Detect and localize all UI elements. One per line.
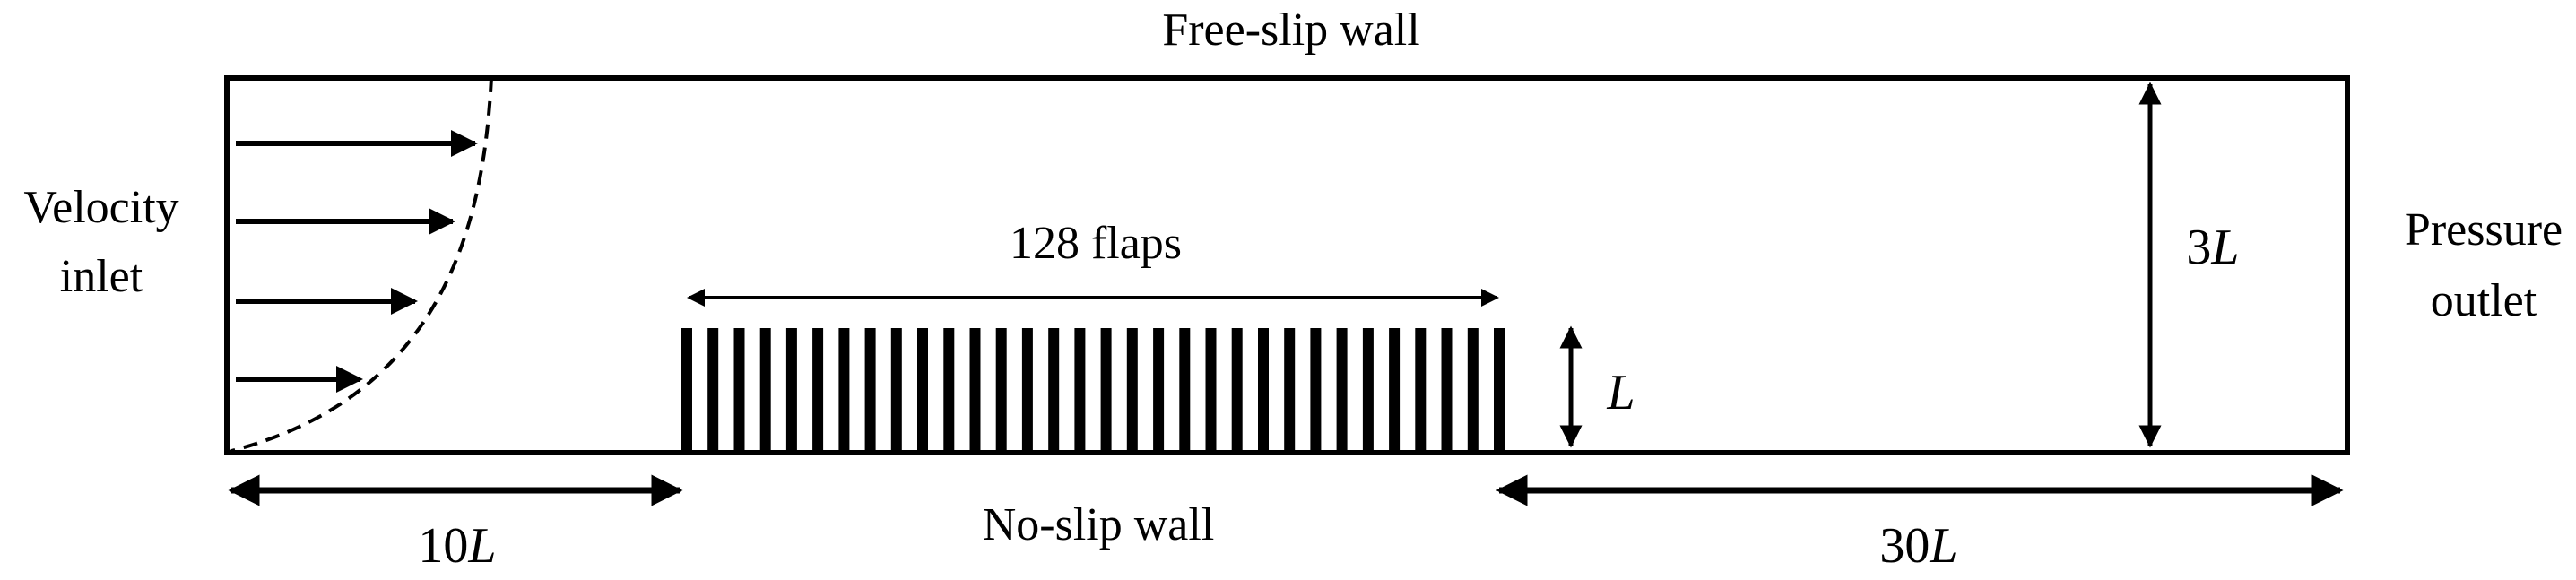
flap (838, 328, 850, 451)
flap (1179, 328, 1191, 451)
inlet-label-line1: Velocity (23, 182, 178, 233)
flap (1467, 328, 1479, 451)
flap (1362, 328, 1374, 451)
flap (969, 328, 981, 451)
inlet-velocity-arrows (236, 130, 478, 393)
flap (759, 328, 771, 451)
flap (707, 328, 719, 451)
flap (1494, 328, 1505, 451)
flap (917, 328, 928, 451)
flap (733, 328, 745, 451)
flap (1284, 328, 1296, 451)
flap (1231, 328, 1243, 451)
flap (943, 328, 955, 451)
outlet-label-line1: Pressure (2405, 204, 2563, 255)
flap (1310, 328, 1322, 451)
flap (1258, 328, 1269, 451)
flaps-label: 128 flaps (1010, 218, 1182, 269)
flap (812, 328, 824, 451)
flap-array (681, 328, 1505, 451)
flap-height-label: L (1606, 365, 1635, 420)
flap (1153, 328, 1165, 451)
flap (1074, 328, 1086, 451)
downstream-length-label: 30L (1879, 518, 1957, 574)
flap (864, 328, 876, 451)
top-wall-label: Free-slip wall (1162, 4, 1419, 56)
outlet-label-line2: outlet (2431, 275, 2537, 326)
flap (890, 328, 902, 451)
flap (1389, 328, 1401, 451)
velocity-profile-curve (230, 77, 493, 453)
flap (1336, 328, 1348, 451)
flap (1100, 328, 1112, 451)
flap (1441, 328, 1453, 451)
flap (681, 328, 692, 451)
upstream-length-label: 10L (418, 518, 496, 574)
flap (785, 328, 797, 451)
inlet-label-line2: inlet (60, 251, 143, 302)
flap (1021, 328, 1033, 451)
flap (1126, 328, 1138, 451)
domain-boundary (224, 75, 2350, 455)
bottom-wall-label: No-slip wall (983, 499, 1215, 550)
flap (1048, 328, 1060, 451)
flap (1205, 328, 1217, 451)
flap (995, 328, 1007, 451)
flap (1415, 328, 1427, 451)
channel-height-label: 3L (2186, 220, 2239, 275)
